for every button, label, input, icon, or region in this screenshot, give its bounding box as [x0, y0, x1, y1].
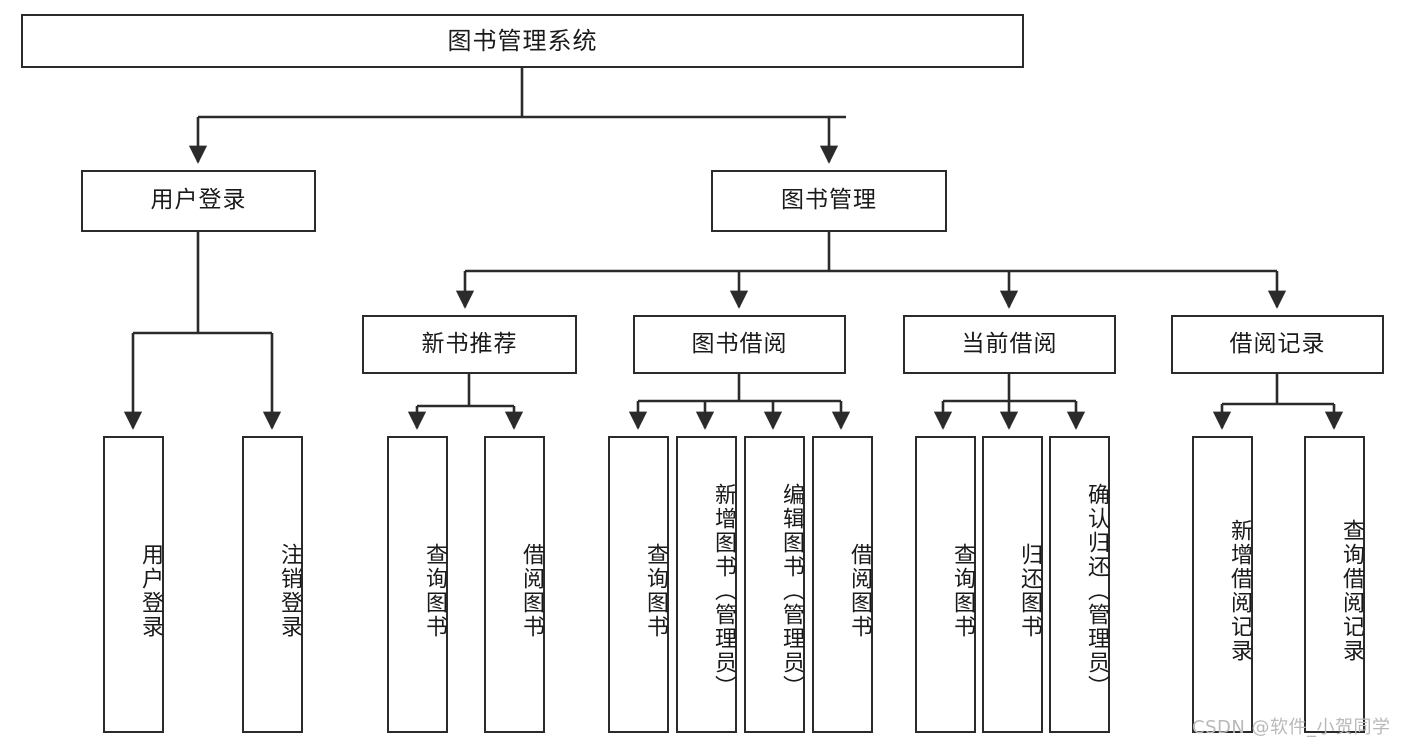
leaf-query-borrow-record[interactable]: 查询借阅记录	[1304, 436, 1365, 733]
node-label: 归还图书	[1017, 542, 1042, 639]
leaf-edit-book-admin[interactable]: 编辑图书（管理员）	[744, 436, 805, 733]
csdn-watermark: CSDN @软件_小贺同学	[1192, 717, 1391, 738]
leaf-borrow-book[interactable]: 借阅图书	[812, 436, 873, 733]
node-label: 图书管理	[781, 187, 877, 214]
leaf-borrow-book-recommend[interactable]: 借阅图书	[484, 436, 545, 733]
node-current-borrow[interactable]: 当前借阅	[903, 315, 1116, 374]
node-label: 查询借阅记录	[1339, 518, 1364, 663]
node-label: 图书借阅	[691, 330, 788, 357]
leaf-add-borrow-record[interactable]: 新增借阅记录	[1192, 436, 1253, 733]
node-label: 图书管理系统	[447, 26, 598, 55]
node-label: 编辑图书（管理员）	[779, 482, 804, 699]
node-label: 查询图书	[950, 542, 975, 639]
node-label: 新书推荐	[421, 330, 518, 357]
leaf-query-book-current[interactable]: 查询图书	[915, 436, 976, 733]
node-label: 借阅图书	[519, 542, 544, 639]
leaf-user-login[interactable]: 用户登录	[103, 436, 164, 733]
leaf-add-book-admin[interactable]: 新增图书（管理员）	[676, 436, 737, 733]
leaf-return-book[interactable]: 归还图书	[982, 436, 1043, 733]
node-label: 确认归还（管理员）	[1084, 482, 1109, 699]
node-borrow-record[interactable]: 借阅记录	[1171, 315, 1384, 374]
leaf-user-logout[interactable]: 注销登录	[242, 436, 303, 733]
node-label: 注销登录	[277, 542, 302, 639]
leaf-confirm-return-admin[interactable]: 确认归还（管理员）	[1049, 436, 1110, 733]
node-label: 借阅图书	[847, 542, 872, 639]
node-label: 借阅记录	[1229, 330, 1326, 357]
node-book-management[interactable]: 图书管理	[711, 170, 947, 232]
leaf-query-book[interactable]: 查询图书	[608, 436, 669, 733]
node-book-borrow[interactable]: 图书借阅	[633, 315, 846, 374]
node-label: 用户登录	[150, 187, 247, 214]
node-label: 查询图书	[422, 542, 447, 639]
leaf-query-book-recommend[interactable]: 查询图书	[387, 436, 448, 733]
node-label: 当前借阅	[961, 330, 1058, 357]
node-new-book-recommend[interactable]: 新书推荐	[362, 315, 577, 374]
node-label: 用户登录	[138, 542, 163, 639]
node-label: 新增借阅记录	[1227, 518, 1252, 663]
node-label: 查询图书	[643, 542, 668, 639]
node-label: 新增图书（管理员）	[711, 482, 736, 699]
node-root-system[interactable]: 图书管理系统	[21, 14, 1024, 68]
node-user-login[interactable]: 用户登录	[81, 170, 316, 232]
